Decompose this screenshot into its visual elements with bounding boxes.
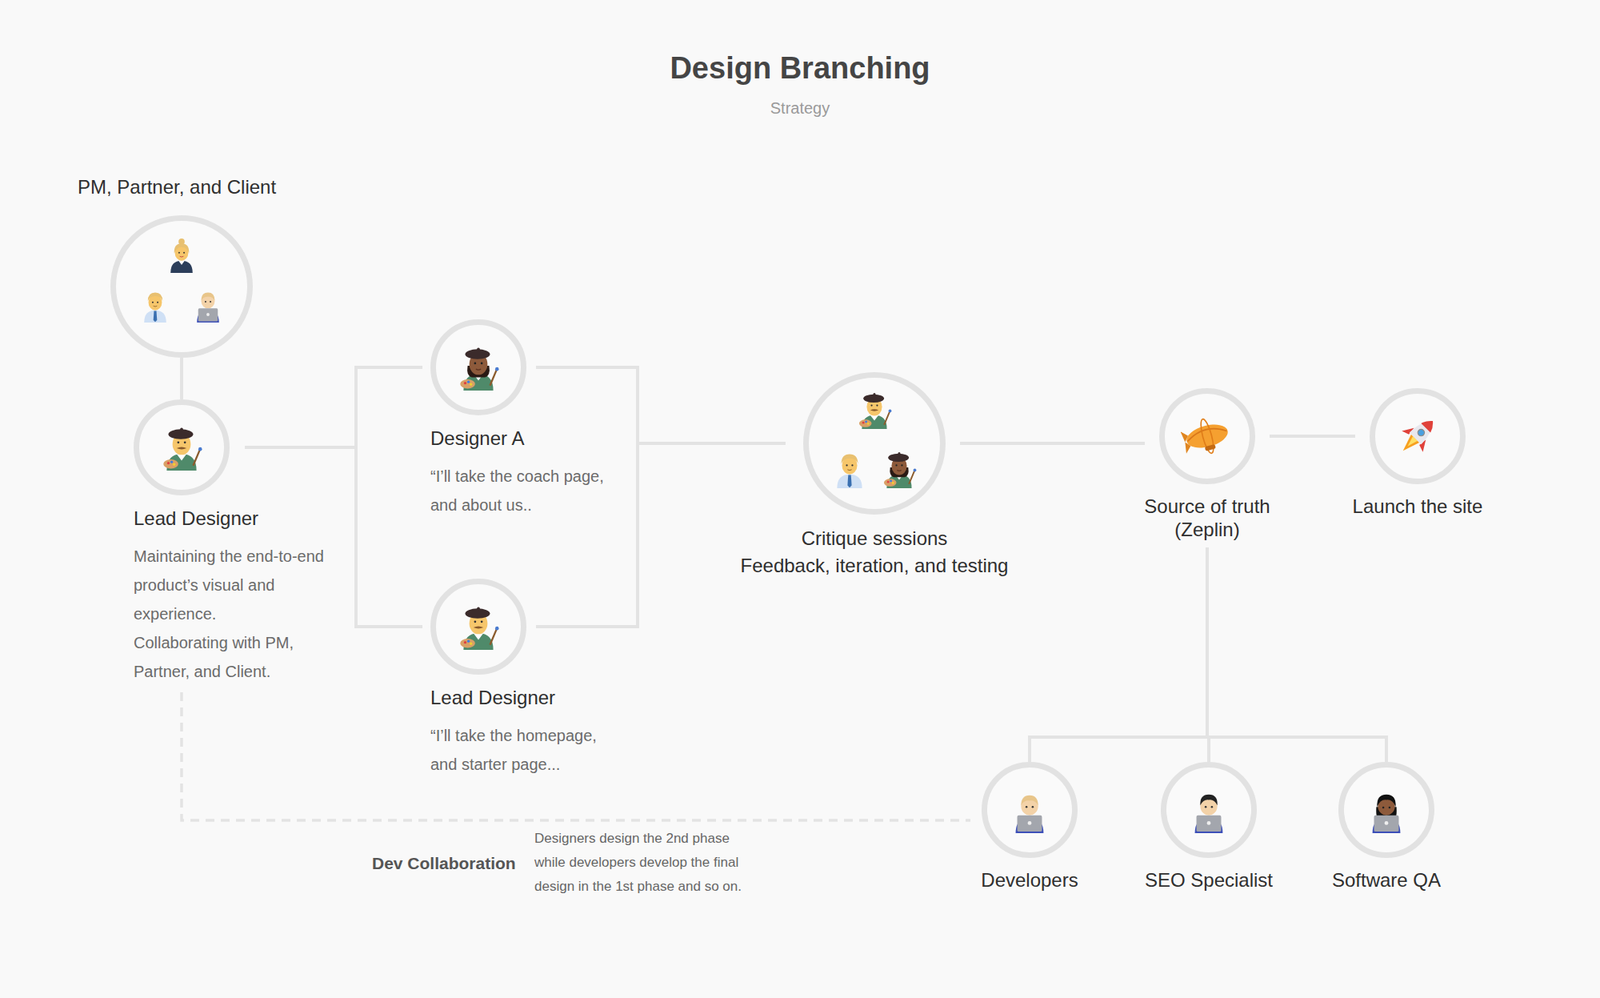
role-circle: Lead Designer“I’ll take the homepage, an…	[430, 578, 527, 675]
node-heading: Software QA	[1266, 868, 1507, 892]
partner-icon	[836, 454, 862, 488]
node-heading: Source of truth (Zeplin)	[1127, 494, 1288, 541]
partner-icon	[144, 292, 167, 323]
connector-line	[180, 357, 184, 400]
connector-line	[1269, 434, 1356, 438]
client-icon	[170, 238, 193, 273]
node-text: Software QA	[1266, 868, 1507, 904]
designer-icon	[460, 347, 499, 391]
connector-line	[1029, 547, 1208, 762]
role-circle: Designer A“I’ll take the coach page, and…	[430, 319, 527, 416]
connector-line	[244, 447, 423, 627]
node-heading: SEO Specialist	[1088, 868, 1329, 892]
node-text: Lead Designer “I’ll take the homepage, an…	[430, 685, 623, 779]
node-text: Critique sessionsFeedback, iteration, an…	[674, 524, 1075, 580]
node-heading: Designer A	[430, 426, 623, 451]
qa-icon	[1372, 794, 1401, 833]
node-body: Maintaining the end-to-end product’s vis…	[133, 541, 330, 628]
diagram-title: Design Branching	[0, 49, 1600, 87]
rocket-icon	[1392, 410, 1444, 462]
node-heading: Developers	[909, 868, 1150, 892]
dashed-connector	[181, 692, 971, 820]
milestone-circle: Launch the site	[1369, 388, 1466, 484]
group-circle: Critique sessionsFeedback, iteration, an…	[803, 372, 946, 515]
tool-circle: Source of truth (Zeplin)	[1159, 388, 1256, 484]
node-heading: Launch the site	[1297, 494, 1538, 519]
node-heading: Lead Designer	[430, 685, 623, 710]
note-text: Designers design the 2nd phase while dev…	[534, 826, 763, 899]
role-circle: Developers	[981, 761, 1078, 858]
node-body: “I’ll take the coach page, and about us.…	[430, 461, 623, 520]
connector-line	[960, 441, 1145, 445]
node-body: Collaborating with PM, Partner, and Clie…	[133, 628, 330, 686]
node-body: “I’ll take the homepage, and starter pag…	[430, 720, 623, 779]
connector-line	[536, 367, 786, 444]
node-heading: PM, Partner, and Client	[77, 175, 398, 200]
node-text: SEO Specialist	[1088, 868, 1329, 904]
role-circle: Lead DesignerMaintaining the end-to-end …	[133, 399, 230, 496]
role-circle: SEO Specialist	[1160, 761, 1257, 858]
node-text: Launch the site	[1297, 494, 1538, 530]
developer-icon	[1016, 795, 1044, 833]
subtitle: Strategy	[0, 97, 1600, 119]
group-circle: PM, Partner, and Client	[110, 215, 253, 358]
designer-icon	[859, 392, 892, 429]
node-text: Developers	[909, 868, 1150, 904]
node-heading: Lead Designer	[133, 506, 330, 531]
node-text: PM, Partner, and Client	[77, 175, 398, 211]
connector-line	[1207, 547, 1387, 762]
node-text: Lead DesignerMaintaining the end-to-end …	[133, 506, 330, 686]
zeppelin-icon	[1179, 413, 1233, 460]
connector-line	[244, 367, 423, 448]
node-text: Designer A “I’ll take the coach page, and…	[430, 426, 623, 520]
seo-icon	[1195, 794, 1224, 833]
node-text: Source of truth (Zeplin)	[1127, 494, 1288, 541]
node-body: Feedback, iteration, and testing	[674, 552, 1075, 580]
designer-icon	[163, 427, 202, 471]
node-heading: Critique sessions	[674, 524, 1075, 552]
edge-label: Dev Collaboration	[372, 852, 516, 875]
designer-icon	[460, 606, 499, 650]
role-circle: Software QA	[1338, 761, 1435, 858]
designer-icon	[884, 452, 916, 488]
pm-icon	[196, 292, 220, 323]
